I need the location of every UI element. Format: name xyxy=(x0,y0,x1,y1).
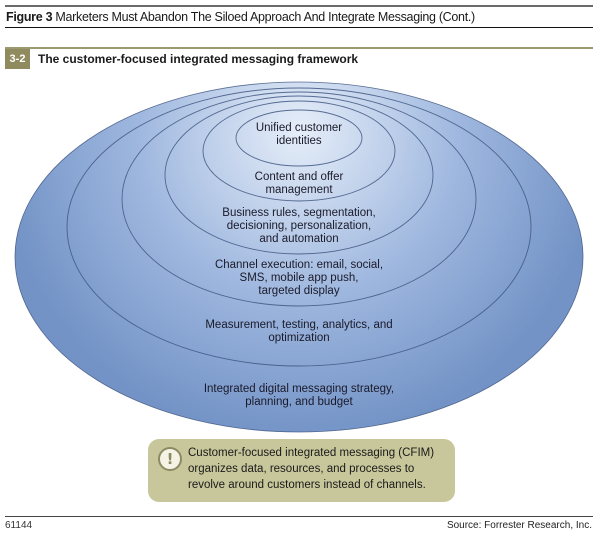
ring-label-strategy: Integrated digital messaging strategy,pl… xyxy=(204,383,394,408)
ring-label-line: Integrated digital messaging strategy, xyxy=(204,383,394,395)
ring-label-line: SMS, mobile app push, xyxy=(240,272,359,284)
ring-label-line: targeted display xyxy=(258,285,339,297)
rings-group xyxy=(14,81,584,433)
callout-box: ! Customer-focused integrated messaging … xyxy=(148,439,455,502)
ring-label-line: planning, and budget xyxy=(245,396,353,408)
ring-label-line: identities xyxy=(276,135,322,147)
ring-strategy xyxy=(14,81,584,433)
ring-label-line: Channel execution: email, social, xyxy=(215,259,383,271)
ring-label-line: management xyxy=(265,184,333,196)
ring-label-line: and automation xyxy=(259,233,338,245)
callout-line: revolve around customers instead of chan… xyxy=(188,479,426,491)
ring-label-line: decisioning, personalization, xyxy=(227,220,371,232)
ring-business-rules xyxy=(164,95,434,255)
panel-badge: 3-2 xyxy=(5,49,30,69)
ring-measurement xyxy=(66,87,532,367)
callout-line: organizes data, resources, and processes… xyxy=(188,463,415,475)
top-rule xyxy=(5,5,593,7)
labels-group: Integrated digital messaging strategy,pl… xyxy=(204,122,394,408)
ring-label-line: Unified customer xyxy=(256,122,342,134)
ring-label-line: optimization xyxy=(268,332,329,344)
ring-label-line: Content and offer xyxy=(255,171,344,183)
ring-content xyxy=(202,100,396,202)
exclamation-icon: ! xyxy=(158,447,182,471)
ring-label-business-rules: Business rules, segmentation,decisioning… xyxy=(222,207,375,245)
figure-label: Figure 3 xyxy=(6,10,53,24)
ring-label-line: Business rules, segmentation, xyxy=(222,207,375,219)
figure-title-text: Marketers Must Abandon The Siloed Approa… xyxy=(55,10,475,24)
panel-subtitle: The customer-focused integrated messagin… xyxy=(38,52,359,66)
ring-label-channel: Channel execution: email, social,SMS, mo… xyxy=(215,259,383,297)
ring-channel xyxy=(121,91,477,307)
callout-text: Customer-focused integrated messaging (C… xyxy=(188,445,434,493)
ring-label-line: Measurement, testing, analytics, and xyxy=(205,319,392,331)
callout-line: Customer-focused integrated messaging (C… xyxy=(188,447,435,459)
figure-title: Figure 3 Marketers Must Abandon The Silo… xyxy=(6,10,475,24)
subtitle-rule xyxy=(5,47,593,49)
source-credit: Source: Forrester Research, Inc. xyxy=(446,520,592,531)
title-rule xyxy=(5,27,593,28)
bottom-rule xyxy=(5,516,593,517)
ring-identities xyxy=(235,109,363,167)
figure-id: 61144 xyxy=(5,520,33,531)
